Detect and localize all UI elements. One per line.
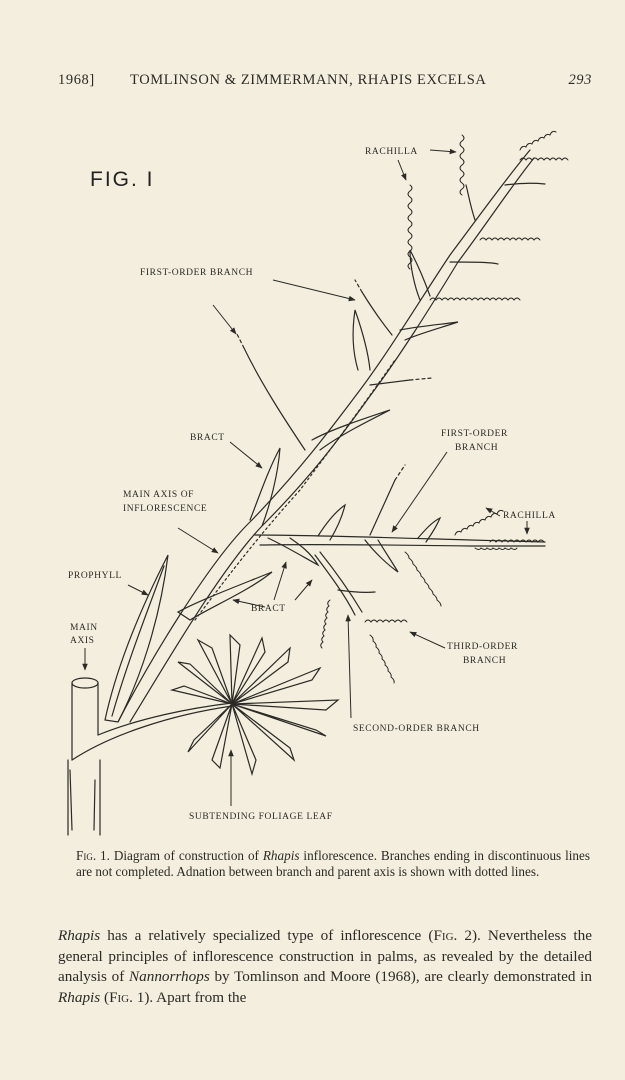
page-number: 293 (568, 72, 592, 88)
label-main-axis-2: AXIS (70, 636, 95, 646)
running-header: 1968] TOMLINSON & ZIMMERMANN, RHAPIS EXC… (58, 72, 592, 92)
main-axis-stump (67, 677, 101, 836)
label-first-order-right-1: FIRST-ORDER (441, 429, 508, 439)
caption-genus: Rhapis (262, 848, 300, 863)
body-fig2-ref: Fig. 2 (433, 927, 472, 944)
label-main-axis-inflorescence-1: MAIN AXIS OF (123, 490, 194, 500)
body-text-2: ). Nevertheless the general principles o… (58, 927, 592, 985)
bract-lower (176, 571, 273, 621)
prophyll (104, 554, 169, 723)
label-first-order-right-2: BRANCH (455, 443, 498, 453)
label-bract-lower: BRACT (251, 604, 286, 614)
label-rachilla-right: RACHILLA (503, 511, 556, 521)
inflorescence-main-axis (117, 149, 531, 723)
body-paragraph: Rhapis has a relatively specialized type… (58, 926, 592, 1008)
figure-label: FIG. I (90, 168, 155, 191)
body-genus-2: Nannorrhops (129, 968, 210, 985)
caption-fig-ref: Fig. 1. (76, 848, 110, 863)
label-subtending-foliage-leaf: SUBTENDING FOLIAGE LEAF (189, 812, 333, 822)
caption-text-1: Diagram of construction of (109, 848, 263, 863)
body-text-1: has a relatively specialized type of inf… (100, 927, 434, 944)
body-genus-3: Rhapis (58, 988, 101, 1006)
label-main-axis-1: MAIN (70, 623, 98, 633)
inflorescence-diagram: RACHILLA FIRST-ORDER BRANCH BRACT FIRST-… (67, 130, 569, 836)
label-main-axis-inflorescence-2: INFLORESCENCE (123, 504, 207, 514)
body-fig1-ref: Fig. 1 (109, 988, 145, 1006)
body-genus-1: Rhapis (58, 927, 101, 944)
second-order-branch (314, 554, 356, 616)
label-rachilla-top: RACHILLA (365, 147, 418, 157)
label-second-order-branch: SECOND-ORDER BRANCH (353, 724, 480, 734)
label-bract-upper: BRACT (190, 433, 225, 443)
label-third-order-1: THIRD-ORDER (447, 642, 518, 652)
label-first-order-branch-top: FIRST-ORDER BRANCH (140, 268, 253, 278)
header-title: TOMLINSON & ZIMMERMANN, RHAPIS EXCELSA (130, 72, 487, 88)
body-text-5: ). Apart from the (144, 988, 247, 1006)
rachillae (320, 130, 569, 684)
body-text-4: ( (100, 988, 110, 1006)
palmate-leaf (169, 633, 340, 777)
header-year: 1968] (58, 72, 95, 88)
caption-text-2: inflorescence. Branches ending in discon… (76, 848, 590, 879)
label-prophyll: PROPHYLL (68, 571, 122, 581)
body-text-3: by Tomlinson and Moore (1968), are clear… (209, 968, 592, 985)
leaf-petiole (71, 702, 233, 761)
figure-caption: Fig. 1. Diagram of construction of Rhapi… (76, 848, 590, 880)
label-third-order-2: BRANCH (463, 656, 506, 666)
first-order-branch-lower (254, 534, 546, 543)
